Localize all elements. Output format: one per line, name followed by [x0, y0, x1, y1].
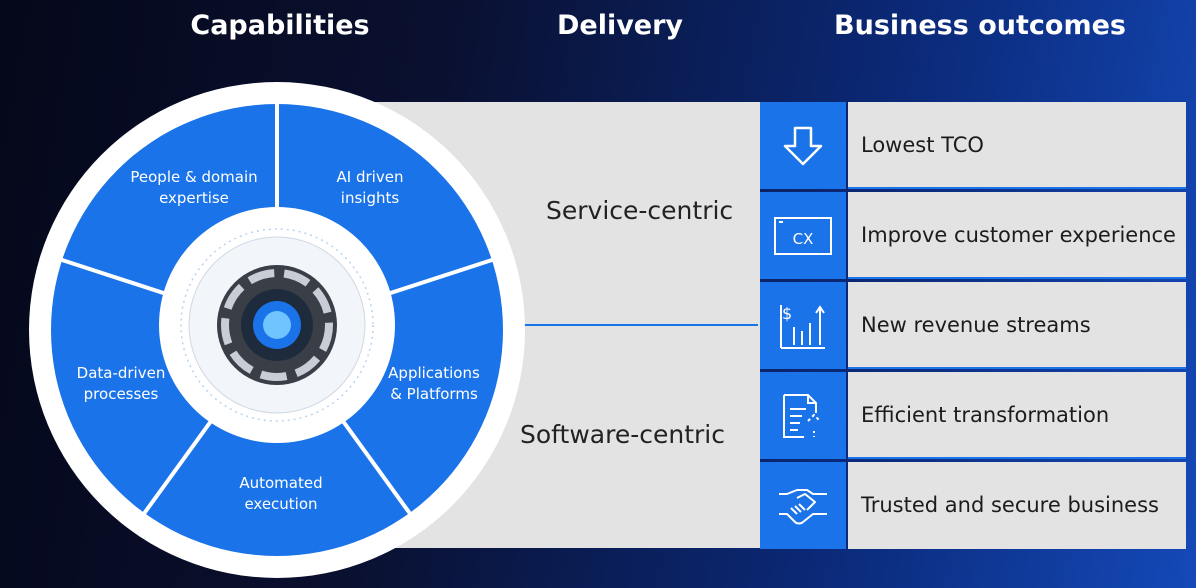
document-transform-icon — [760, 372, 846, 459]
cx-screen-icon: CX — [760, 192, 846, 279]
segment-people-line2: expertise — [159, 189, 229, 207]
delivery-software-centric: Software-centric — [520, 420, 725, 449]
down-arrow-icon — [760, 102, 846, 189]
outcome-label: New revenue streams — [861, 313, 1091, 337]
cx-icon-text: CX — [793, 230, 814, 248]
segment-ai-line1: AI driven — [337, 168, 404, 186]
segment-apps-line1: Applications — [388, 364, 480, 382]
delivery-divider — [520, 324, 758, 326]
segment-automated-line2: execution — [244, 495, 317, 513]
revenue-chart-icon: $ — [760, 282, 846, 369]
outcome-row-revenue: $ New revenue streams — [760, 282, 1186, 369]
outcome-row-lowest-tco: Lowest TCO — [760, 102, 1186, 189]
hub-dotted-ring — [180, 228, 374, 422]
delivery-service-centric: Service-centric — [546, 196, 734, 225]
segment-automated-line1: Automated — [239, 474, 322, 492]
capabilities-wheel: People & domain expertise AI driven insi… — [29, 82, 525, 578]
handshake-icon — [760, 462, 846, 549]
delivery-header: Delivery — [556, 10, 684, 41]
lens-center — [263, 311, 291, 339]
lens-ring — [221, 269, 333, 381]
segment-data-line1: Data-driven — [77, 364, 166, 382]
segment-ai-line2: insights — [341, 189, 400, 207]
outcome-row-efficient-transformation: Efficient transformation — [760, 372, 1186, 459]
outcome-label: Trusted and secure business — [861, 493, 1159, 517]
outcome-row-customer-experience: CX Improve customer experience — [760, 192, 1186, 279]
outcome-label: Improve customer experience — [861, 223, 1176, 247]
segment-people-line1: People & domain — [130, 168, 257, 186]
outcome-row-trusted-secure: Trusted and secure business — [760, 462, 1186, 549]
business-outcomes-header: Business outcomes — [834, 10, 1126, 41]
capabilities-header: Capabilities — [190, 10, 370, 41]
segment-apps-line2: & Platforms — [390, 385, 478, 403]
outcomes-list: Lowest TCO CX Improve customer experienc… — [760, 102, 1186, 549]
revenue-icon-dollar: $ — [782, 304, 792, 323]
outcome-label: Efficient transformation — [861, 403, 1110, 427]
segment-data-line2: processes — [84, 385, 159, 403]
outcome-label: Lowest TCO — [861, 133, 984, 157]
